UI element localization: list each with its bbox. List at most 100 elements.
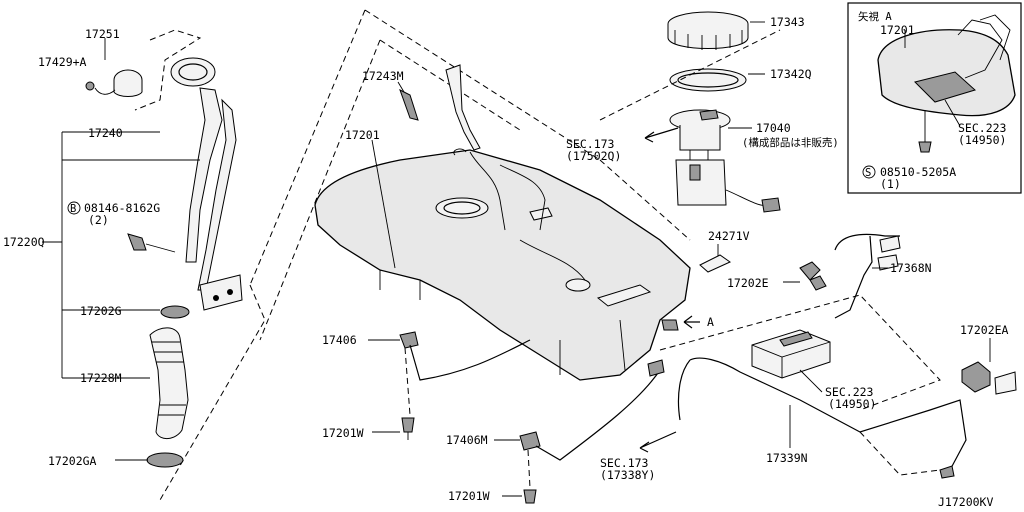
vapor-hose-connector <box>879 235 901 253</box>
pump-connector <box>699 109 719 121</box>
bracket-bolt-hole <box>213 295 219 301</box>
fuel-tank <box>314 64 691 381</box>
vapor-hose-connector-2 <box>877 254 899 271</box>
label-17406-a: 17406 <box>322 333 357 347</box>
strap-17406-hook <box>399 331 419 349</box>
tank-pump-opening-inner <box>443 201 481 215</box>
label-17201w-a: 17201W <box>322 426 364 440</box>
inset-view-label: 矢視 A <box>858 10 892 23</box>
filler-dash-lower <box>159 284 266 501</box>
inset-view-a <box>847 2 1022 194</box>
bolt-17201w-b <box>523 489 537 504</box>
label-sec173-b-ref: (17338Y) <box>600 468 655 482</box>
vapor-hose-17368n <box>799 233 901 319</box>
clamp-17202ga <box>146 452 184 468</box>
label-17202ea: 17202EA <box>960 323 1009 337</box>
tank-mount-bracket <box>661 319 679 331</box>
label-arrow-a: A <box>707 315 714 329</box>
clamp-17202g <box>160 305 190 319</box>
drawing-code: J17200KV <box>938 495 993 509</box>
tank-internal-hose-2 <box>499 164 586 281</box>
tank-edges <box>379 270 626 375</box>
filler-tube <box>185 87 223 263</box>
bolt-mark-s-icon <box>862 165 876 179</box>
bolt-mark-b-icon <box>67 201 81 215</box>
label-17202g: 17202G <box>80 304 122 318</box>
strap-17406m <box>535 363 661 461</box>
label-17251: 17251 <box>85 27 120 41</box>
label-sec223-main-ref: (14950) <box>828 397 876 411</box>
label-17243m: 17243M <box>362 69 404 83</box>
inset-pump-bracket <box>914 71 976 103</box>
tank-vent-pad <box>529 207 553 221</box>
label-sec223-main: SEC.223 <box>825 385 874 399</box>
label-inset-08510: 08510-5205A <box>880 165 956 179</box>
seal-inner <box>677 72 739 88</box>
tank-internal-hose <box>469 151 506 231</box>
vent-tube-17339n <box>689 357 967 471</box>
lock-ring-teeth <box>674 30 743 50</box>
filler-cap-dash-box <box>134 29 202 111</box>
vent-tube <box>445 64 481 151</box>
label-17202e: 17202E <box>727 276 769 290</box>
pump-neck <box>679 125 721 151</box>
fuel-tank-body <box>314 149 691 381</box>
canister-dash-frame <box>659 294 941 411</box>
bolt-08146-icon <box>127 233 147 251</box>
group-bracket-17220q <box>42 38 200 461</box>
clip-17202e <box>799 261 827 291</box>
label-sec173-b: SEC.173 <box>600 456 649 470</box>
label-17228m: 17228M <box>80 371 122 385</box>
pump-body <box>675 159 727 206</box>
label-inset-08510-qty: (1) <box>880 177 901 191</box>
inset-frame <box>847 2 1022 194</box>
hose-ribs <box>152 341 186 416</box>
inset-bolt-head <box>918 141 932 153</box>
label-17342q: 17342Q <box>770 67 812 81</box>
label-17240: 17240 <box>88 126 123 140</box>
inset-tank-shape <box>877 29 1016 117</box>
tank-pump-opening <box>435 197 489 219</box>
label-08146: 08146-8162G <box>84 201 160 215</box>
label-17343: 17343 <box>770 15 805 29</box>
fuel-cap-body <box>113 80 143 97</box>
label-17040: 17040 <box>756 121 791 135</box>
label-08146-qty: (2) <box>88 213 109 227</box>
tank-pad <box>596 284 652 307</box>
pump-filter <box>689 164 701 181</box>
bolt-17201w-a <box>401 417 415 433</box>
leader-17243m <box>397 81 405 93</box>
inset-harness-2 <box>979 14 1011 61</box>
strap-17406 <box>409 339 531 381</box>
evap-canister <box>659 294 941 411</box>
vent-bracket-17243m <box>399 88 419 121</box>
label-inset-sec223-ref: (14950) <box>958 133 1006 147</box>
label-sec173-a-ref: (17502Q) <box>566 149 621 163</box>
label-17406m: 17406M <box>446 433 488 447</box>
filler-hose <box>149 327 189 439</box>
tank-strap-17406m <box>519 359 665 504</box>
bolt-mark-s: S <box>865 167 871 179</box>
fuel-pump-assembly <box>667 11 781 213</box>
vent-tube-17339n-end <box>677 359 691 421</box>
seal-17342q <box>669 68 747 92</box>
bolt-mark-b: B <box>70 203 76 215</box>
fuel-cap-tether <box>94 87 116 95</box>
view-a-arrow-icon <box>683 315 700 329</box>
inset-leader-sec223 <box>944 99 961 127</box>
inset-harness <box>957 19 1003 79</box>
label-17202ga: 17202GA <box>48 454 97 468</box>
tank-sub-opening <box>565 278 591 292</box>
filler-tube-assembly <box>85 29 266 501</box>
evap-canister-edges <box>751 341 831 378</box>
label-17429a: 17429+A <box>38 55 87 69</box>
tank-strap-17406 <box>399 331 531 440</box>
label-inset-17201: 17201 <box>880 23 915 37</box>
clip-17202ea <box>961 361 991 393</box>
vapor-hose-tube <box>834 233 900 319</box>
leader-sec223-main <box>799 369 823 393</box>
clip-17202ea-part <box>994 371 1017 395</box>
evap-canister-top <box>779 331 813 347</box>
strap-17406m-hook <box>519 431 541 451</box>
